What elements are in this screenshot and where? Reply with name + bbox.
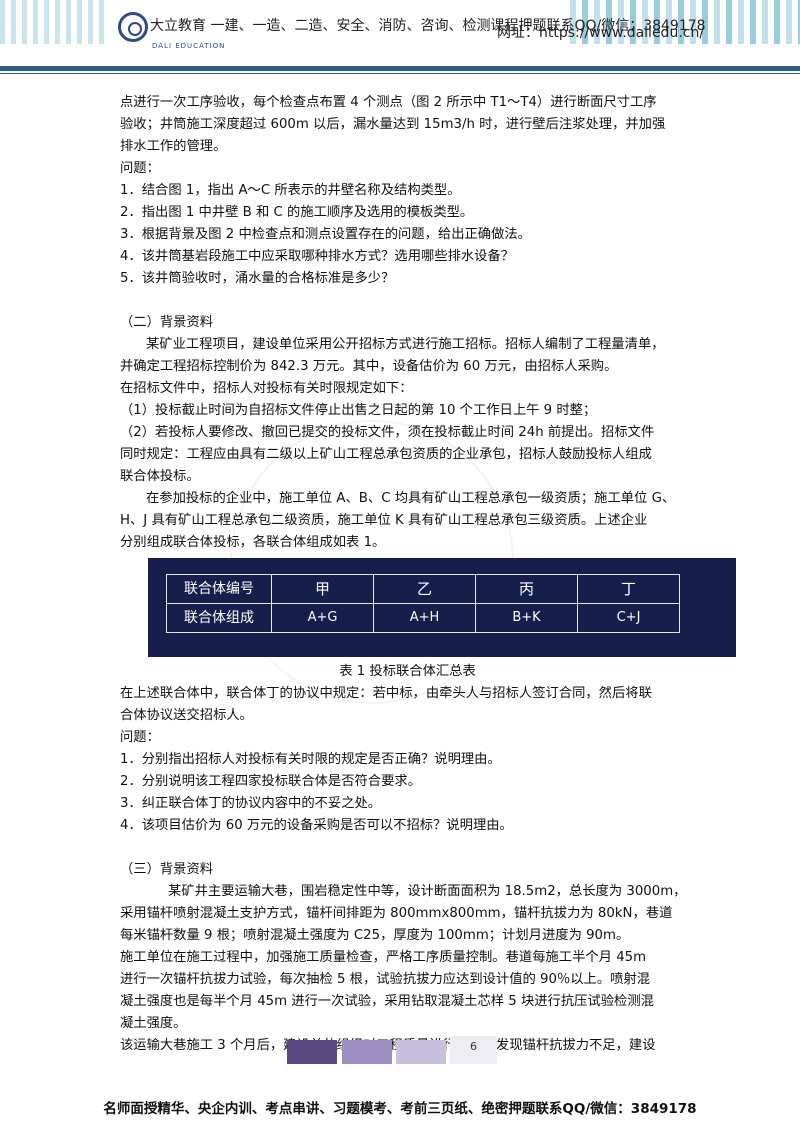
header-rule (0, 66, 800, 71)
paragraph-line: H、J 具有矿山工程总承包二级资质，施工单位 K 具有矿山工程总承包三级资质。上… (120, 513, 648, 528)
paragraph-line: 某矿业工程项目，建设单位采用公开招标方式进行施工招标。招标人编制了工程量清单， (146, 337, 665, 352)
paragraph-line: 验收；井筒施工深度超过 600m 以后，漏水量达到 15m3/h 时，进行壁后注… (120, 117, 666, 132)
table-cell: A+G (271, 603, 374, 633)
paragraph-line: 凝土强度。 (120, 1016, 187, 1031)
pager-block (342, 1040, 392, 1064)
paragraph-line: 在招标文件中，招标人对投标有关时限规定如下： (120, 381, 413, 396)
table-cell: 丙 (475, 574, 578, 604)
table-cell: A+H (373, 603, 476, 633)
paragraph-line: 在参加投标的企业中，施工单位 A、B、C 均具有矿山工程总承包一级资质；施工单位… (146, 491, 676, 506)
question-item: 3．根据背景及图 2 中检查点和测点设置存在的问题，给出正确做法。 (120, 227, 531, 242)
document-body: 点进行一次工序验收，每个检查点布置 4 个测点（图 2 所示中 T1～T4）进行… (120, 92, 736, 1057)
paragraph-line: 联合体投标。 (120, 469, 200, 484)
header-rule-thin (0, 73, 800, 74)
logo-text: DALI EDUCATION (152, 42, 226, 50)
paragraph-line: 同时规定：工程应由具有二级以上矿山工程总承包资质的企业承包，招标人鼓励投标人组成 (120, 447, 652, 462)
question-item: 4．该项目估价为 60 万元的设备采购是否可以不招标？说明理由。 (120, 818, 513, 833)
section-title: （三）背景资料 (120, 862, 214, 877)
table-header-cell: 联合体组成 (166, 603, 272, 633)
paragraph-line: （1）投标截止时间为自招标文件停止出售之日起的第 10 个工作日上午 9 时整； (120, 403, 597, 418)
consortium-table-image: 联合体编号 甲 乙 丙 丁 联合体组成 A+G A+H B+K C+J (148, 558, 736, 657)
header-stripes-left (0, 0, 110, 44)
pager-block (287, 1040, 337, 1064)
paragraph-line: 点进行一次工序验收，每个检查点布置 4 个测点（图 2 所示中 T1～T4）进行… (120, 95, 657, 110)
questions-label: 问题： (120, 161, 160, 176)
header-contact-text: 大立教育 一建、一造、二造、安全、消防、咨询、检测课程押题联系QQ/微信：384… (150, 18, 706, 34)
paragraph-line: 施工单位在施工过程中，加强施工质量检查，严格工序质量控制。巷道每施工半个月 45… (120, 950, 647, 965)
pager-block (396, 1040, 446, 1064)
paragraph-line: 某矿井主要运输大巷，围岩稳定性中等，设计断面面积为 18.5m2，总长度为 30… (168, 884, 687, 899)
paragraph-line: 采用锚杆喷射混凝土支护方式，锚杆间排距为 800mmx800mm，锚杆抗拔力为 … (120, 906, 673, 921)
paragraph-line: 分别组成联合体投标，各联合体组成如表 1。 (120, 535, 386, 550)
header-url[interactable]: 网址：https://www.daliedu.cn/ (497, 25, 705, 41)
table-header-cell: 联合体编号 (166, 574, 272, 604)
table-row: 联合体编号 甲 乙 丙 丁 (166, 574, 680, 604)
table-cell: 丁 (577, 574, 680, 604)
table-caption: 表 1 投标联合体汇总表 (339, 664, 476, 679)
table-cell: 乙 (373, 574, 476, 604)
dali-logo-icon (118, 12, 148, 42)
question-item: 2．分别说明该工程四家投标联合体是否符合要求。 (120, 774, 421, 789)
paragraph-line: 凝土强度也是每半个月 45m 进行一次试验，采用钻取混凝土芯样 5 块进行抗压试… (120, 994, 654, 1009)
table-cell: B+K (475, 603, 578, 633)
consortium-table: 联合体编号 甲 乙 丙 丁 联合体组成 A+G A+H B+K C+J (166, 574, 680, 633)
header-stripes-right (570, 0, 800, 44)
paragraph-line: 合体协议送交招标人。 (120, 708, 253, 723)
question-item: 4．该井筒基岩段施工中应采取哪种排水方式？选用哪些排水设备？ (120, 249, 515, 264)
question-item: 3．纠正联合体丁的协议内容中的不妥之处。 (120, 796, 382, 811)
paragraph-line: 排水工作的管理。 (120, 139, 227, 154)
table-row: 联合体组成 A+G A+H B+K C+J (166, 603, 680, 633)
paragraph-line: （2）若投标人要修改、撤回已提交的投标文件，须在投标截止时间 24h 前提出。招… (120, 425, 655, 440)
question-item: 1．分别指出招标人对投标有关时限的规定是否正确？说明理由。 (120, 752, 501, 767)
question-item: 1．结合图 1，指出 A～C 所表示的井壁名称及结构类型。 (120, 183, 461, 198)
paragraph-line: 每米锚杆数量 9 根；喷射混凝土强度为 C25，厚度为 100mm；计划月进度为… (120, 928, 630, 943)
questions-label: 问题： (120, 730, 160, 745)
table-cell: 甲 (271, 574, 374, 604)
page-footer: 名师面授精华、央企内训、考点串讲、习题模考、考前三页纸、绝密押题联系QQ/微信：… (103, 1101, 697, 1117)
paragraph-line: 在上述联合体中，联合体丁的协议中规定：若中标，由牵头人与招标人签订合同，然后将联 (120, 686, 652, 701)
section-title: （二）背景资料 (120, 315, 214, 330)
paragraph-line: 并确定工程招标控制价为 842.3 万元。其中，设备估价为 60 万元，由招标人… (120, 359, 618, 374)
page-number: 6 (450, 1036, 497, 1064)
table-cell: C+J (577, 603, 680, 633)
page-header: DALI EDUCATION 大立教育 一建、一造、二造、安全、消防、咨询、检测… (0, 0, 800, 80)
paragraph-line: 进行一次锚杆抗拔力试验，每次抽检 5 根，试验抗拔力应达到设计值的 90％以上。… (120, 972, 651, 987)
question-item: 2．指出图 1 中井壁 B 和 C 的施工顺序及选用的模板类型。 (120, 205, 474, 220)
question-item: 5．该井筒验收时，涌水量的合格标准是多少？ (120, 271, 395, 286)
